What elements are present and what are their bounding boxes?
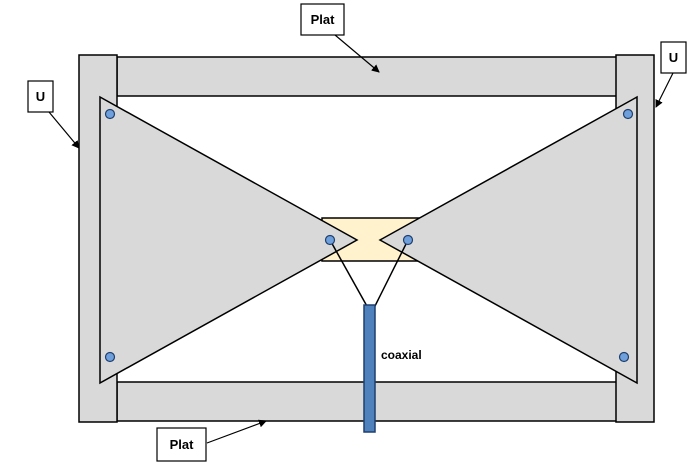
plat-bottom-label: Plat [156, 427, 207, 462]
svg-text:Plat: Plat [311, 12, 336, 27]
bolt-bottom-left [104, 351, 116, 363]
bolt-top-left [104, 108, 116, 120]
plat-top-label: Plat [300, 3, 345, 36]
plat-top-arrow [334, 34, 380, 73]
coaxial-cable [363, 304, 376, 433]
u-left-label: U [27, 80, 54, 113]
svg-text:U: U [36, 89, 45, 104]
right-feed-wire [373, 239, 409, 309]
right-bowtie-triangle [378, 95, 638, 385]
plat-bottom-arrow [206, 419, 267, 444]
coaxial-label: coaxial [381, 348, 422, 362]
left-feed-wire [329, 239, 369, 309]
bolt-top-right [622, 108, 634, 120]
left-bowtie-triangle [99, 95, 359, 385]
svg-text:U: U [669, 50, 678, 65]
bolt-feed-left [324, 234, 336, 246]
svg-text:Plat: Plat [170, 437, 195, 452]
bolt-bottom-right [618, 351, 630, 363]
u-right-label: U [660, 41, 687, 74]
bolt-feed-right [402, 234, 414, 246]
top-plat-bar [116, 56, 618, 97]
u-left-arrow [48, 111, 80, 149]
u-right-arrow [655, 72, 674, 108]
